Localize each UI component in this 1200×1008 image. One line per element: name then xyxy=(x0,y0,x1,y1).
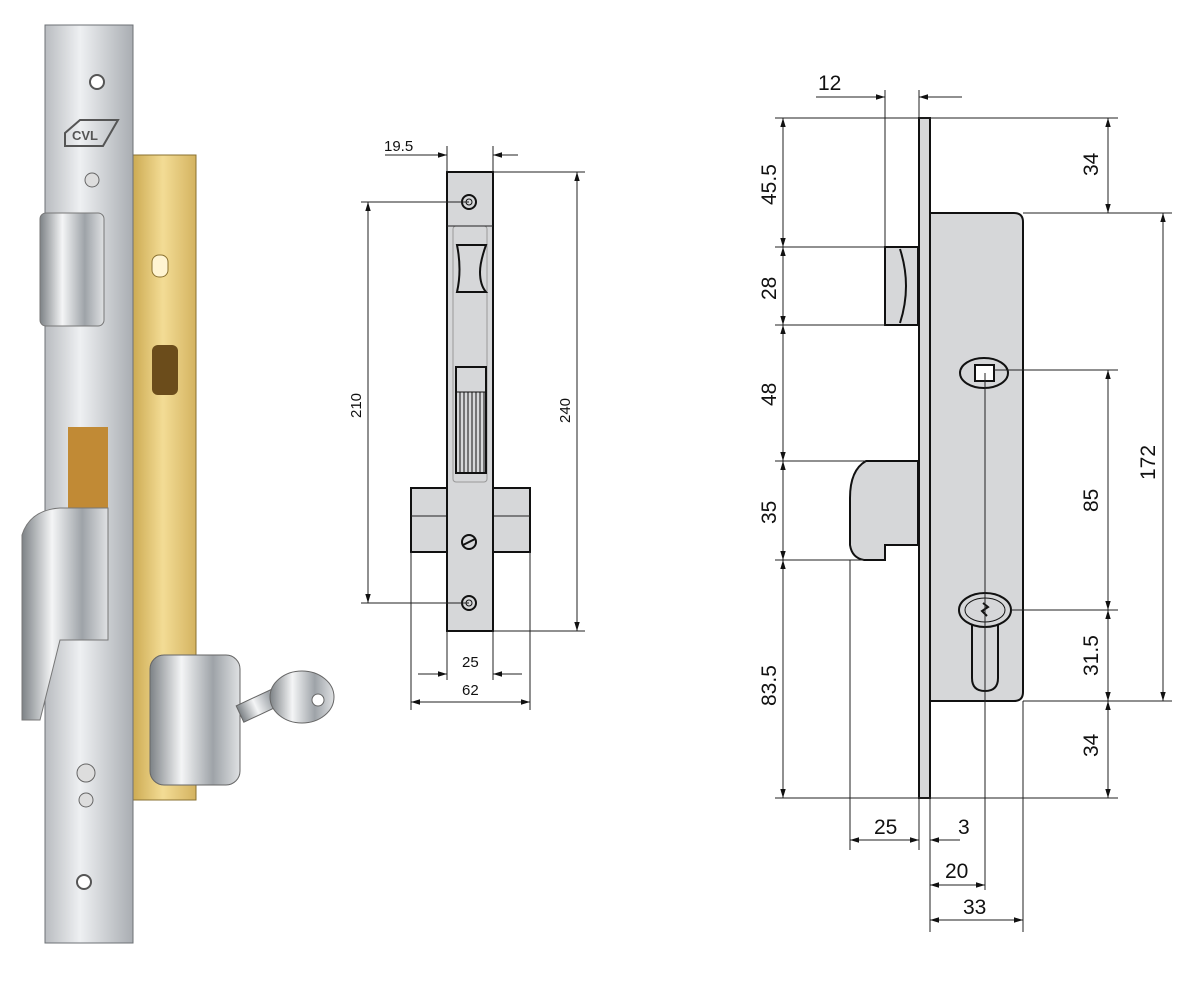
screw-hole-bottom xyxy=(76,874,92,890)
bolt-opening xyxy=(68,427,108,522)
hook-bolt xyxy=(21,507,109,721)
brass-slot xyxy=(151,254,169,278)
dim-faceplate-thickness: 3 xyxy=(958,816,970,839)
dim-total-length: 240 xyxy=(557,398,574,423)
dim-top-to-case: 34 xyxy=(1080,152,1103,176)
key-icon xyxy=(235,670,335,724)
dim-handle-to-cylinder: 85 xyxy=(1080,489,1103,512)
side-view-drawing: 12 45.5 28 48 35 83.5 34 85 31.5 34 172 xyxy=(758,72,1172,932)
spindle-hole xyxy=(152,345,178,395)
dim-latch-to-hook: 48 xyxy=(758,383,781,406)
dim-faceplate-width: 19.5 xyxy=(384,138,413,155)
bolt-ribs xyxy=(456,391,486,472)
screw-icon xyxy=(461,534,477,550)
dim-hook-projection: 25 xyxy=(874,816,897,839)
dim-case-height: 172 xyxy=(1137,445,1160,480)
cylinder-right xyxy=(492,487,531,553)
dim-backset: 20 xyxy=(945,860,968,883)
svg-text:CVL: CVL xyxy=(72,128,98,143)
screw-icon xyxy=(84,172,100,188)
spindle-hole xyxy=(959,357,1009,389)
screw-icon xyxy=(76,763,96,783)
dim-cylinder-length: 62 xyxy=(462,682,479,699)
latch xyxy=(455,244,489,293)
dim-cylinder-to-case-bottom: 31.5 xyxy=(1080,635,1103,676)
screw-hole-top xyxy=(89,74,105,90)
latch xyxy=(884,246,919,326)
dim-screw-spacing: 210 xyxy=(348,393,365,418)
dim-hook-to-bottom: 83.5 xyxy=(758,665,781,706)
dim-case-width: 25 xyxy=(462,654,479,671)
lock-case xyxy=(929,212,1024,702)
dim-case-depth: 33 xyxy=(963,896,986,919)
dim-case-bottom-to-end: 34 xyxy=(1080,733,1103,757)
bolt xyxy=(455,366,487,474)
hook-bolt xyxy=(849,460,919,561)
dim-hook-height: 35 xyxy=(758,501,781,524)
latch xyxy=(39,212,105,327)
cylinder-left xyxy=(410,487,448,553)
screw-icon xyxy=(78,792,94,808)
dim-top-to-latch: 45.5 xyxy=(758,164,781,205)
front-view-drawing: 19.5 210 240 25 62 xyxy=(348,138,585,710)
dim-latch-height: 28 xyxy=(758,277,781,300)
lock-photo: CVL xyxy=(21,24,335,944)
dim-latch-projection: 12 xyxy=(818,72,841,95)
faceplate xyxy=(918,117,931,799)
brand-logo: CVL xyxy=(64,119,120,147)
cylinder xyxy=(149,654,241,786)
